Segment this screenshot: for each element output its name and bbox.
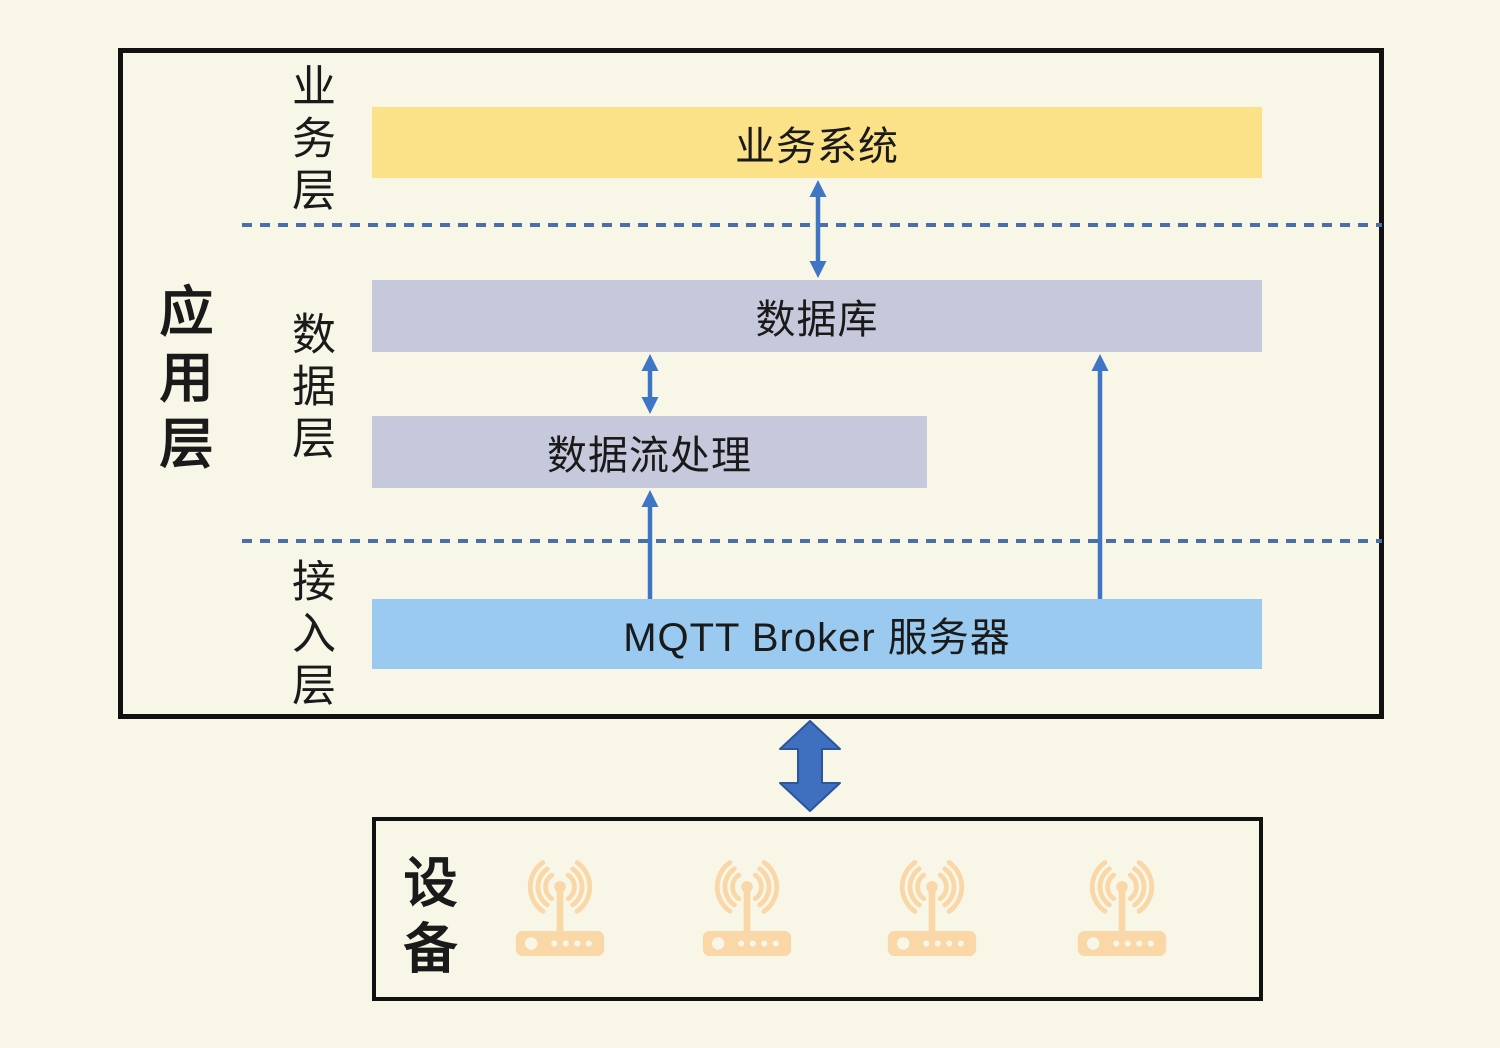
wifi-router-icon bbox=[702, 860, 792, 956]
bidirectional-arrow-app-device-icon bbox=[779, 720, 841, 812]
stream-processing-box: 数据流处理 bbox=[372, 416, 927, 488]
business-system-box: 业务系统 bbox=[372, 107, 1262, 178]
database-box: 数据库 bbox=[372, 280, 1262, 352]
business-layer-label: 业务层 bbox=[285, 63, 334, 219]
application-layer-label: 应用层 bbox=[151, 283, 211, 481]
up-arrow-mqtt-database-icon bbox=[1091, 354, 1109, 599]
business-data-divider bbox=[242, 223, 1382, 227]
wifi-router-icon bbox=[887, 860, 977, 956]
application-layer-frame bbox=[118, 48, 1384, 719]
double-arrow-business-database-icon bbox=[809, 180, 827, 278]
wifi-router-icon bbox=[515, 860, 605, 956]
mqtt-broker-box: MQTT Broker 服务器 bbox=[372, 599, 1262, 669]
data-access-divider bbox=[242, 539, 1382, 543]
double-arrow-database-stream-icon bbox=[641, 354, 659, 414]
access-layer-label: 接入层 bbox=[285, 558, 334, 714]
wifi-router-icon bbox=[1077, 860, 1167, 956]
device-layer-frame bbox=[372, 817, 1263, 1001]
device-layer-label: 设备 bbox=[395, 854, 455, 986]
data-layer-label: 数据层 bbox=[285, 311, 334, 467]
up-arrow-mqtt-stream-icon bbox=[641, 490, 659, 599]
